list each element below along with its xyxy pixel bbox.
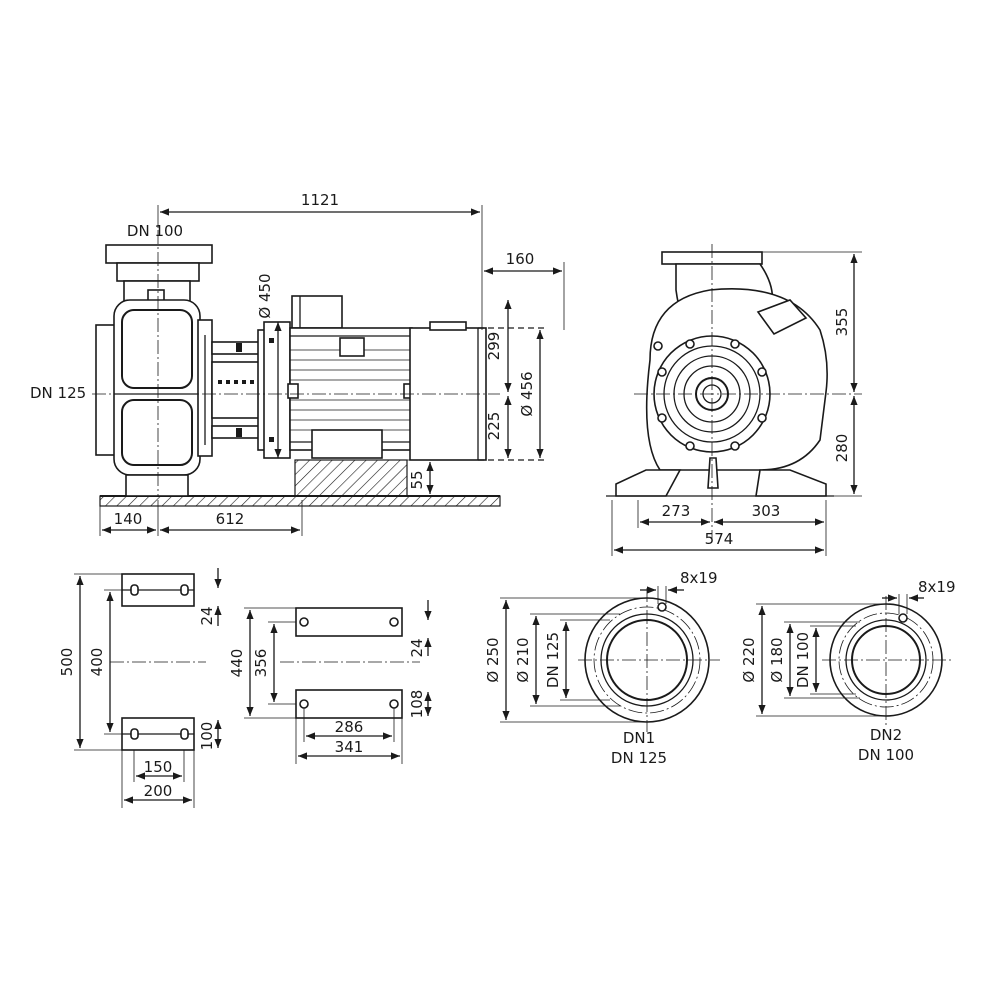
pump-foot-plan: 500 400 24 100 150 200 — [58, 568, 222, 808]
dim-phi220: Ø 220 — [740, 637, 758, 682]
label-dn100-side: DN 100 — [127, 222, 183, 240]
dim-phi456: Ø 456 — [518, 371, 536, 416]
front-view: 355 280 273 303 574 — [606, 244, 862, 556]
label-dn125-side: DN 125 — [30, 384, 86, 402]
dim-phi450: Ø 450 — [256, 273, 274, 318]
flange-dn1: Ø 250 Ø 210 DN 125 8x19 DN1 DN 125 — [484, 569, 720, 767]
dim-400: 400 — [88, 648, 106, 677]
dim-200: 200 — [144, 782, 173, 800]
dim-225: 225 — [485, 412, 503, 441]
dim-24-foot: 24 — [198, 606, 216, 625]
dim-273: 273 — [662, 502, 691, 520]
dim-phi250: Ø 250 — [484, 637, 502, 682]
dim-55: 55 — [408, 470, 426, 489]
dim-299: 299 — [485, 332, 503, 361]
pump-casing — [95, 244, 213, 497]
ground-hatch — [99, 495, 501, 507]
dim-574: 574 — [705, 530, 734, 548]
dim-1121: 1121 — [301, 191, 339, 209]
dim-355: 355 — [833, 308, 851, 337]
dim-500: 500 — [58, 648, 76, 677]
flange-dn2: Ø 220 Ø 180 DN 100 8x19 DN2 DN 100 — [740, 578, 956, 764]
dim-8x19-dn2: 8x19 — [918, 578, 956, 596]
dim-160: 160 — [506, 250, 535, 268]
dim-8x19-dn1: 8x19 — [680, 569, 718, 587]
dim-108: 108 — [408, 690, 426, 719]
dim-150: 150 — [144, 758, 173, 776]
dim-140: 140 — [114, 510, 143, 528]
dim-24-motor: 24 — [408, 638, 426, 657]
motor-base — [294, 459, 408, 497]
dim-303: 303 — [752, 502, 781, 520]
label-dn2: DN2 — [870, 726, 902, 744]
dim-280: 280 — [833, 434, 851, 463]
dim-phi210: Ø 210 — [514, 637, 532, 682]
dim-341: 341 — [335, 738, 364, 756]
dim-dn100-flange: DN 100 — [794, 632, 812, 688]
label-dn1: DN1 — [623, 729, 655, 747]
dim-phi180: Ø 180 — [768, 637, 786, 682]
motor-foot-plan: 440 356 24 108 286 341 — [228, 600, 432, 764]
dim-440: 440 — [228, 649, 246, 678]
dim-dn125-flange: DN 125 — [544, 632, 562, 688]
side-view: 1121 160 DN 100 DN 125 Ø 450 299 225 Ø 4… — [30, 191, 565, 536]
dim-612: 612 — [216, 510, 245, 528]
label-dn1-size: DN 125 — [611, 749, 667, 767]
coupling-lantern — [211, 321, 291, 459]
dim-100-foot: 100 — [198, 722, 216, 751]
dim-356: 356 — [252, 649, 270, 678]
dim-286: 286 — [335, 718, 364, 736]
motor — [287, 295, 487, 461]
label-dn2-size: DN 100 — [858, 746, 914, 764]
